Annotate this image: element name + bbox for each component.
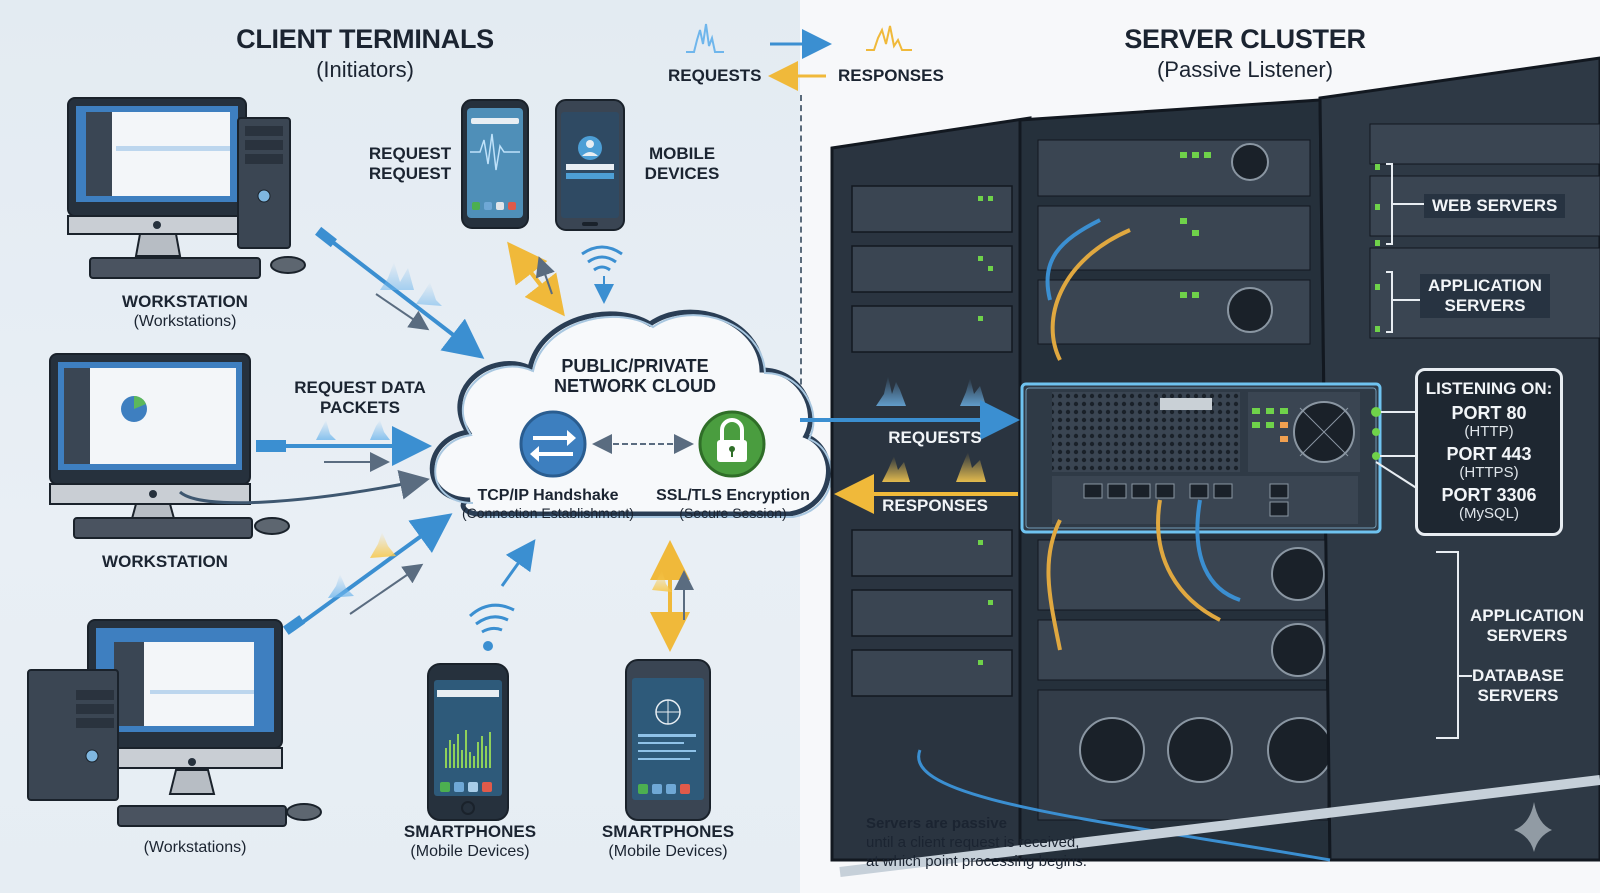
padlock-icon <box>698 410 766 478</box>
wifi-icon-top <box>581 245 623 272</box>
client-terminals-subtitle: (Initiators) <box>316 57 414 82</box>
ws3-flow-arrow <box>349 563 424 615</box>
rack-cable-blue <box>1195 499 1241 602</box>
workstation-1-label: WORKSTATION <box>122 292 248 311</box>
legend-requests-label: REQUESTS <box>668 66 762 85</box>
legend-responses-label: RESPONSES <box>838 66 944 85</box>
ws3-ethernet-plug-icon <box>282 615 306 635</box>
client-terminals-title: CLIENT TERMINALS <box>236 24 494 54</box>
smartphone-2-sublabel: (Mobile Devices) <box>608 843 728 860</box>
ws1-request-pulse-icon <box>380 262 414 290</box>
smartphone-top-2-icon <box>555 99 625 231</box>
listening-title: LISTENING ON: <box>1425 379 1553 398</box>
mobile-devices-label: MOBILE DEVICES <box>644 144 720 183</box>
port-443-entry: PORT 443 (HTTPS) <box>1446 444 1532 481</box>
ws1-ethernet-plug-icon <box>315 226 337 248</box>
flow-responses-label: RESPONSES <box>882 496 988 515</box>
request-data-packets-label: REQUEST DATA PACKETS <box>294 378 426 417</box>
legend-response-pulse-icon <box>866 25 912 51</box>
smartphone-1-sublabel: (Mobile Devices) <box>410 843 530 860</box>
port80-led-icon <box>1371 407 1381 417</box>
rack-cable-yellow <box>1046 519 1062 651</box>
encryption-label: SSL/TLS Encryption <box>656 487 810 504</box>
passive-server-note: Servers are passive until a client reque… <box>866 815 1087 870</box>
request-request-label: REQUEST REQUEST <box>368 144 452 183</box>
server-cluster-title: SERVER CLUSTER <box>1124 24 1366 54</box>
tier-database-servers-label: DATABASE SERVERS <box>1472 666 1564 705</box>
request-pulse-rack-icon <box>876 376 986 406</box>
smartphone-2-label: SMARTPHONES <box>601 822 735 841</box>
smartphone-1-label: SMARTPHONES <box>403 822 537 841</box>
workstation-1-icon <box>67 97 306 279</box>
encryption-sublabel: (Secure Session) <box>679 505 787 521</box>
ws3-request-arrow <box>290 513 453 632</box>
smartphone-bottom-1-icon <box>427 663 509 821</box>
smartphone-top-1-icon <box>461 99 529 229</box>
highlighted-server-unit <box>1020 382 1382 534</box>
tier-application-servers-label-2: APPLICATION SERVERS <box>1470 606 1584 645</box>
phone-bottom-response-pulse-icon <box>652 570 672 592</box>
workstation-2-label: WORKSTATION <box>102 552 228 571</box>
swap-arrows-icon <box>519 410 587 478</box>
workstation-3-sublabel: (Workstations) <box>143 839 247 856</box>
workstation-1-sublabel: (Workstations) <box>133 313 237 330</box>
handshake-sublabel: (Connection Establishment) <box>462 505 634 521</box>
smartphone-bottom-2-icon <box>625 659 711 821</box>
phone-flow-arrow <box>535 256 555 295</box>
ws1-request-arrow <box>328 238 485 359</box>
ws2-request-pulse-icon <box>316 420 336 440</box>
tier-application-servers-label-1: APPLICATION SERVERS <box>1420 274 1550 318</box>
wifi-icon-bottom <box>468 603 515 634</box>
cloud-title: PUBLIC/PRIVATE NETWORK CLOUD <box>554 356 716 396</box>
server-rack-left <box>830 116 1032 862</box>
listening-ports-panel: LISTENING ON: PORT 80 (HTTP) PORT 443 (H… <box>1415 368 1563 536</box>
workstation-2-icon <box>49 353 290 539</box>
server-cluster-subtitle: (Passive Listener) <box>1156 57 1334 82</box>
port443-led-icon <box>1372 452 1380 460</box>
flow-requests-label: REQUESTS <box>888 428 982 447</box>
legend-request-pulse-icon <box>686 23 724 53</box>
phone-bottom-request-arrow <box>500 539 536 587</box>
workstation-3-icon <box>27 619 322 827</box>
ws1-flow-arrow <box>375 293 430 331</box>
sparkle-watermark-icon <box>1514 802 1552 852</box>
port-80-entry: PORT 80 (HTTP) <box>1451 403 1527 440</box>
panel-divider <box>800 95 802 425</box>
ws3-request-pulse-icon <box>328 574 354 598</box>
port-3306-entry: PORT 3306 (MySQL) <box>1441 485 1537 522</box>
ws2-ethernet-plug-icon <box>256 440 286 452</box>
tier-web-servers-label: WEB SERVERS <box>1424 194 1566 218</box>
ws2-cable-arrow <box>178 470 430 505</box>
response-pulse-rack-icon <box>882 452 986 482</box>
ws3-response-pulse-icon <box>370 532 396 558</box>
handshake-label: TCP/IP Handshake <box>477 487 619 504</box>
